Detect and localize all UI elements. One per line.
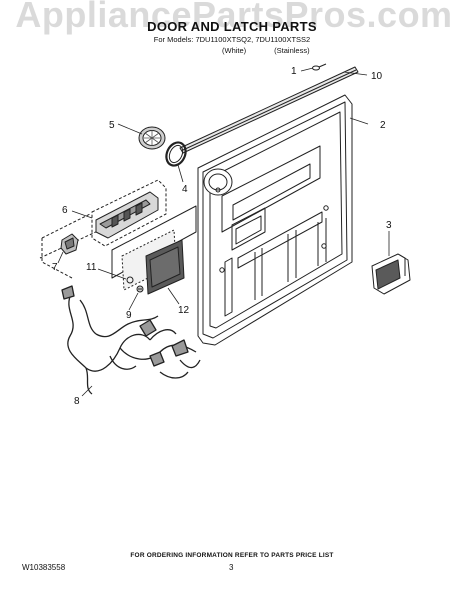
page-title: DOOR AND LATCH PARTS bbox=[147, 19, 317, 34]
callout-5: 5 bbox=[109, 120, 115, 131]
vent-cover bbox=[138, 126, 166, 150]
variant-white: (White) bbox=[222, 46, 247, 55]
screw-part-1 bbox=[312, 63, 327, 71]
callout-9: 9 bbox=[126, 310, 132, 321]
callout-1: 1 bbox=[291, 66, 297, 77]
callout-7: 7 bbox=[52, 262, 58, 273]
callout-8: 8 bbox=[74, 396, 80, 407]
screw-part-9 bbox=[136, 285, 144, 293]
document-number: W10383558 bbox=[22, 563, 66, 572]
variant-labels: (White) (Stainless) bbox=[222, 46, 310, 55]
watermark: AppliancePartsPros.com bbox=[15, 0, 453, 35]
callout-11: 11 bbox=[86, 262, 97, 273]
callout-4: 4 bbox=[182, 184, 188, 195]
latch-body bbox=[95, 191, 159, 239]
callout-3: 3 bbox=[386, 220, 392, 231]
page-number: 3 bbox=[229, 563, 234, 572]
latch-assembly-outline bbox=[39, 179, 167, 279]
leader-lines bbox=[57, 67, 390, 397]
callout-6: 6 bbox=[62, 205, 68, 216]
ordering-note: FOR ORDERING INFORMATION REFER TO PARTS … bbox=[130, 552, 334, 559]
callout-10: 10 bbox=[371, 71, 383, 82]
model-list: For Models: 7DU1100XTSQ2, 7DU1100XTSS2 bbox=[153, 35, 311, 44]
wire-harness bbox=[61, 285, 201, 395]
inner-door-panel bbox=[197, 94, 353, 346]
latch-knob bbox=[60, 233, 79, 255]
variant-stainless: (Stainless) bbox=[274, 46, 310, 55]
callout-2: 2 bbox=[380, 120, 386, 131]
door-gasket-strip bbox=[179, 66, 359, 154]
screw-part-11 bbox=[126, 276, 134, 284]
vent-gasket-ring bbox=[165, 141, 187, 167]
callouts: 1 2 3 4 5 6 7 8 9 10 11 12 bbox=[52, 66, 392, 407]
control-board bbox=[121, 229, 185, 295]
latch-strike bbox=[371, 253, 411, 295]
callout-12: 12 bbox=[178, 305, 190, 316]
